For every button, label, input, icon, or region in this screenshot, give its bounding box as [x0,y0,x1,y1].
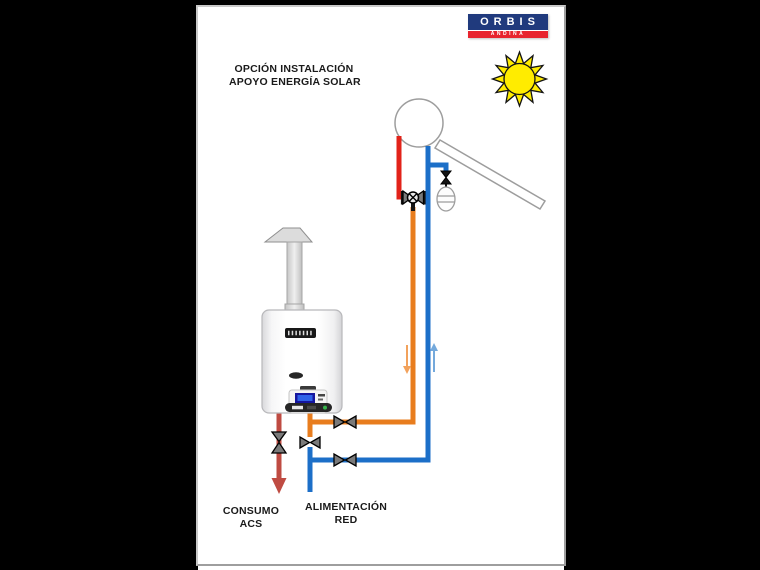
diagram-page: OPCIÓN INSTALACIÓN APOYO ENERGÍA SOLAR O… [196,5,566,566]
solar-tank [394,98,444,148]
flow-arrow-up-icon [430,343,438,372]
heater-control-panel [285,386,332,414]
flue-cap [263,227,314,243]
water-heater [261,227,343,414]
page-title-line1: OPCIÓN INSTALACIÓN [234,63,354,75]
flow-arrow-down-icon [403,345,411,374]
orbis-logo-brand: ORBIS [468,14,548,31]
orbis-logo: ORBIS ANDINA [468,14,548,38]
flue-pipe [286,241,303,306]
page-title-line2: APOYO ENERGÍA SOLAR [229,76,361,88]
label-alimentacion-red: ALIMENTACIÓN RED [304,501,388,526]
shutoff-valve-icon [333,414,357,430]
expansion-vessel-icon [436,184,456,212]
mixing-valve-icon [400,189,426,211]
piping-diagram [261,50,549,494]
orbis-logo-subbrand: ANDINA [468,31,548,38]
acs-arrow-icon [271,478,287,494]
shutoff-valve-icon [299,435,321,450]
heater-display [297,395,313,401]
shutoff-valve-icon [439,170,453,185]
page-title: OPCIÓN INSTALACIÓN APOYO ENERGÍA SOLAR [229,63,361,89]
sun-icon [490,50,549,108]
heater-viewport [289,372,303,379]
heater-power-led [323,405,327,410]
shutoff-valve-icon [270,431,288,454]
label-consumo-acs: CONSUMO ACS [222,505,280,530]
shutoff-valve-icon [333,452,357,468]
solar-collector-panel [433,138,547,211]
page-bottom-margin [198,566,564,570]
diagram-canvas: OPCIÓN INSTALACIÓN APOYO ENERGÍA SOLAR O… [196,5,566,566]
pipe-solar-hot [396,136,405,200]
